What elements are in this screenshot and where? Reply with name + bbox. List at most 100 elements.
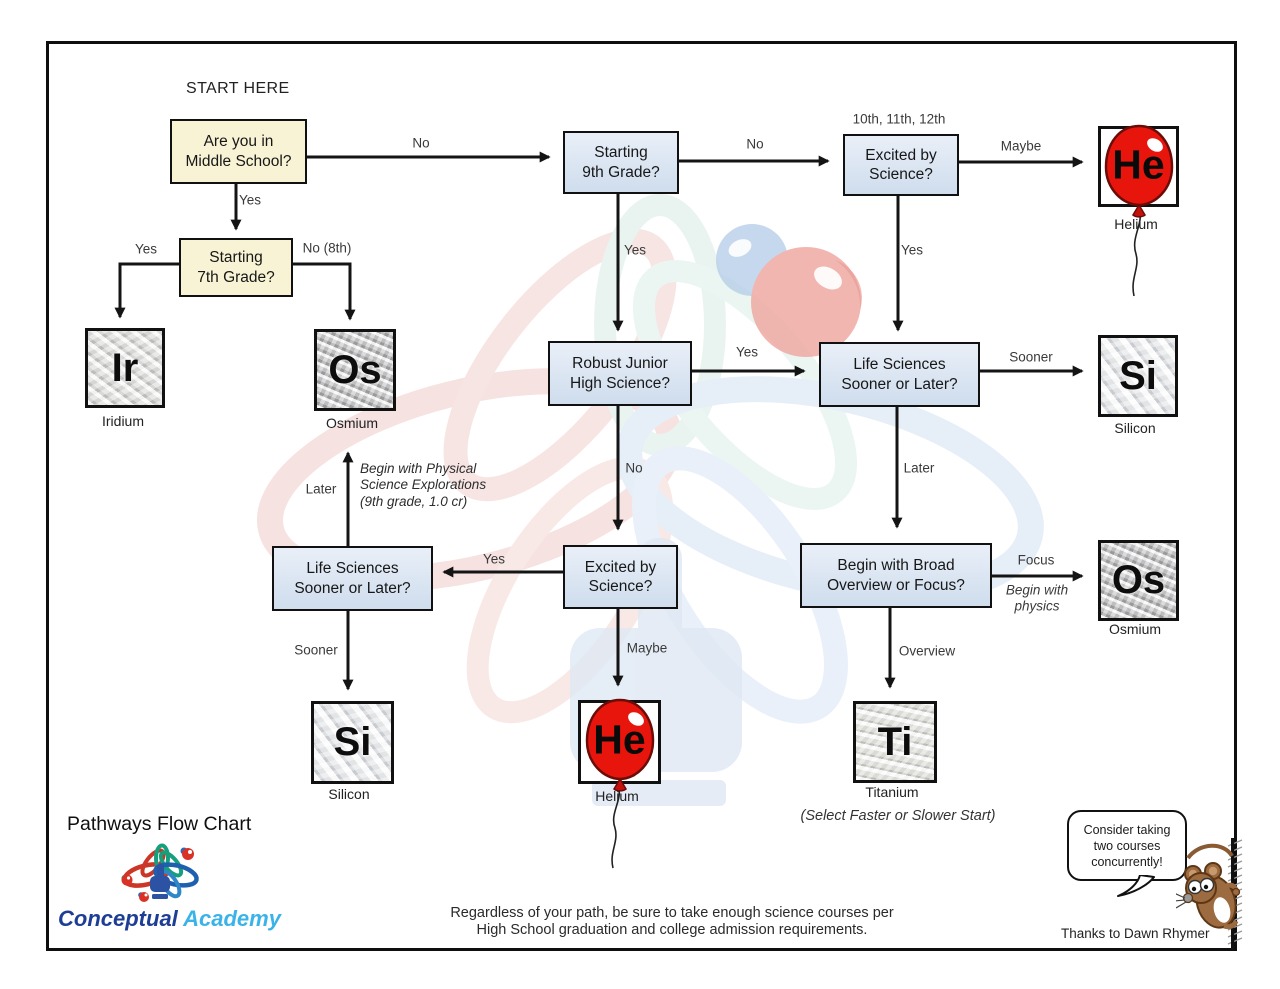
node-middle-school: Are you in Middle School? [170,119,307,184]
element-symbol: He [593,716,646,763]
footer-note: Regardless of your path, be sure to take… [450,905,893,940]
element-symbol: Os [1111,558,1166,602]
tile-caption-helium-bottom: Helium [595,788,639,804]
node-ninth-grade: Starting 9th Grade? [563,131,679,194]
node-line: Excited by [584,558,657,576]
node-line: Are you in [203,133,274,151]
balloon-string [1132,206,1142,297]
tile-caption-osmium-bottom: Osmium [1108,621,1162,637]
footer-note-line: High School graduation and college admis… [476,922,868,939]
edge-label-overview: Overview [898,643,956,659]
tile-titanium: Ti [853,701,937,783]
tile-osmium-bottom: Os [1098,540,1179,621]
node-line: Begin with Broad [837,557,955,575]
node-line: Life Sciences [853,356,946,374]
node-line: Excited by [865,146,937,164]
node-line: Starting [209,249,263,267]
node-line: Overview or Focus? [827,576,965,594]
edge-label-yes: Yes [238,192,262,208]
label-line: Begin with [1005,582,1069,598]
tile-caption-iridium: Iridium [101,413,145,429]
node-line: Sooner or Later? [294,579,411,597]
tile-silicon-bottom: Si [311,701,394,784]
tile-caption-osmium-top: Osmium [325,415,379,431]
edge-label-no: No [412,135,430,151]
edge-label-sooner: Sooner [294,642,338,658]
edge-label-yes: Yes [900,242,924,258]
node-line: High Science? [570,374,670,392]
annotation-line: Begin with Physical [360,461,477,476]
node-line: 7th Grade? [197,268,275,286]
edge-label-yes: Yes [134,241,158,257]
node-line: Science? [588,578,653,595]
element-symbol: Os [328,347,382,392]
start-here-label: START HERE [186,80,290,97]
element-symbol: Si [1119,353,1157,398]
tile-caption-silicon-right: Silicon [1114,420,1156,436]
node-broad-overview: Begin with Broad Overview or Focus? [800,543,992,608]
edge-label-no-8th: No (8th) [302,240,352,256]
node-line: Sooner or Later? [841,375,958,393]
edge-label-begin-with-physics: Begin with physics [1006,582,1068,613]
annotation-physical-science: Begin with Physical Science Explorations… [360,461,500,510]
node-life-sciences-left: Life Sciences Sooner or Later? [272,546,433,611]
edge-label-no: No [746,136,764,152]
edge-label-no: No [625,460,643,476]
hand-cursor-icon [150,864,170,899]
tile-silicon-right: Si [1098,335,1178,417]
speech-bubble: Consider taking two courses concurrently… [1067,810,1187,881]
edge-label-yes: Yes [735,344,759,360]
node-life-sciences-right: Life Sciences Sooner or Later? [819,342,980,407]
node-excited-mid: Excited by Science? [563,545,678,609]
node-line: Starting [594,144,648,162]
element-symbol: Si [333,720,372,764]
element-symbol: Ti [877,719,913,764]
label-line: physics [1014,598,1060,613]
footer-note-line: Regardless of your path, be sure to take… [450,905,894,921]
balloon-graphic [1104,124,1173,218]
tile-helium-top: He [1098,124,1179,218]
mouse-mascot [1176,838,1243,950]
credit-text: Thanks to Dawn Rhymer [1061,926,1210,941]
tile-caption-helium-top: Helium [1114,216,1158,232]
bubble-line: concurrently! [1091,854,1163,869]
edge-label-maybe: Maybe [1000,138,1042,154]
brand-wordmark: Conceptual Academy [58,906,281,932]
annotation-line: Science Explorations [360,477,487,493]
brand-word-academy: Academy [183,906,281,931]
annotation-line: (9th grade, 1.0 cr) [360,493,468,509]
brand-word-conceptual: Conceptual [58,906,178,931]
tile-iridium: Ir [85,328,165,408]
node-line: Middle School? [185,152,292,170]
bubble-line: Consider taking [1083,822,1171,837]
element-symbol: Ir [111,345,139,390]
node-line: 9th Grade? [582,163,660,181]
tile-osmium-top: Os [314,329,396,411]
edge-label-yes: Yes [623,242,647,258]
tile-helium-bottom: He [578,698,661,792]
edge-label-later: Later [903,460,935,476]
node-robust-junior-high: Robust Junior High Science? [548,341,692,406]
element-symbol: He [1112,141,1165,188]
speech-bubble-tail [1117,875,1155,897]
edge-label-maybe: Maybe [626,640,668,656]
edge-label-later: Later [305,481,337,497]
edge-label-sooner: Sooner [1009,349,1053,365]
node-line: Life Sciences [306,560,399,578]
node-line: Science? [869,166,933,183]
bubble-line: two courses [1093,838,1161,853]
mouse-whiskers [1176,893,1187,909]
node-seventh-grade: Starting 7th Grade? [179,238,293,297]
tile-caption-titanium: Titanium [865,784,919,800]
grades-label: 10th, 11th, 12th [852,111,946,127]
conceptual-academy-logo [121,843,199,902]
node-excited-top: Excited by Science? [843,134,959,196]
titanium-note: (Select Faster or Slower Start) [800,808,996,824]
chart-border-frame [46,41,1237,951]
edge-label-focus: Focus [1017,552,1055,568]
page-title: Pathways Flow Chart [67,813,252,835]
edge-label-yes: Yes [482,551,506,567]
mouse-tail [1186,843,1234,860]
node-line: Robust Junior [572,355,668,373]
